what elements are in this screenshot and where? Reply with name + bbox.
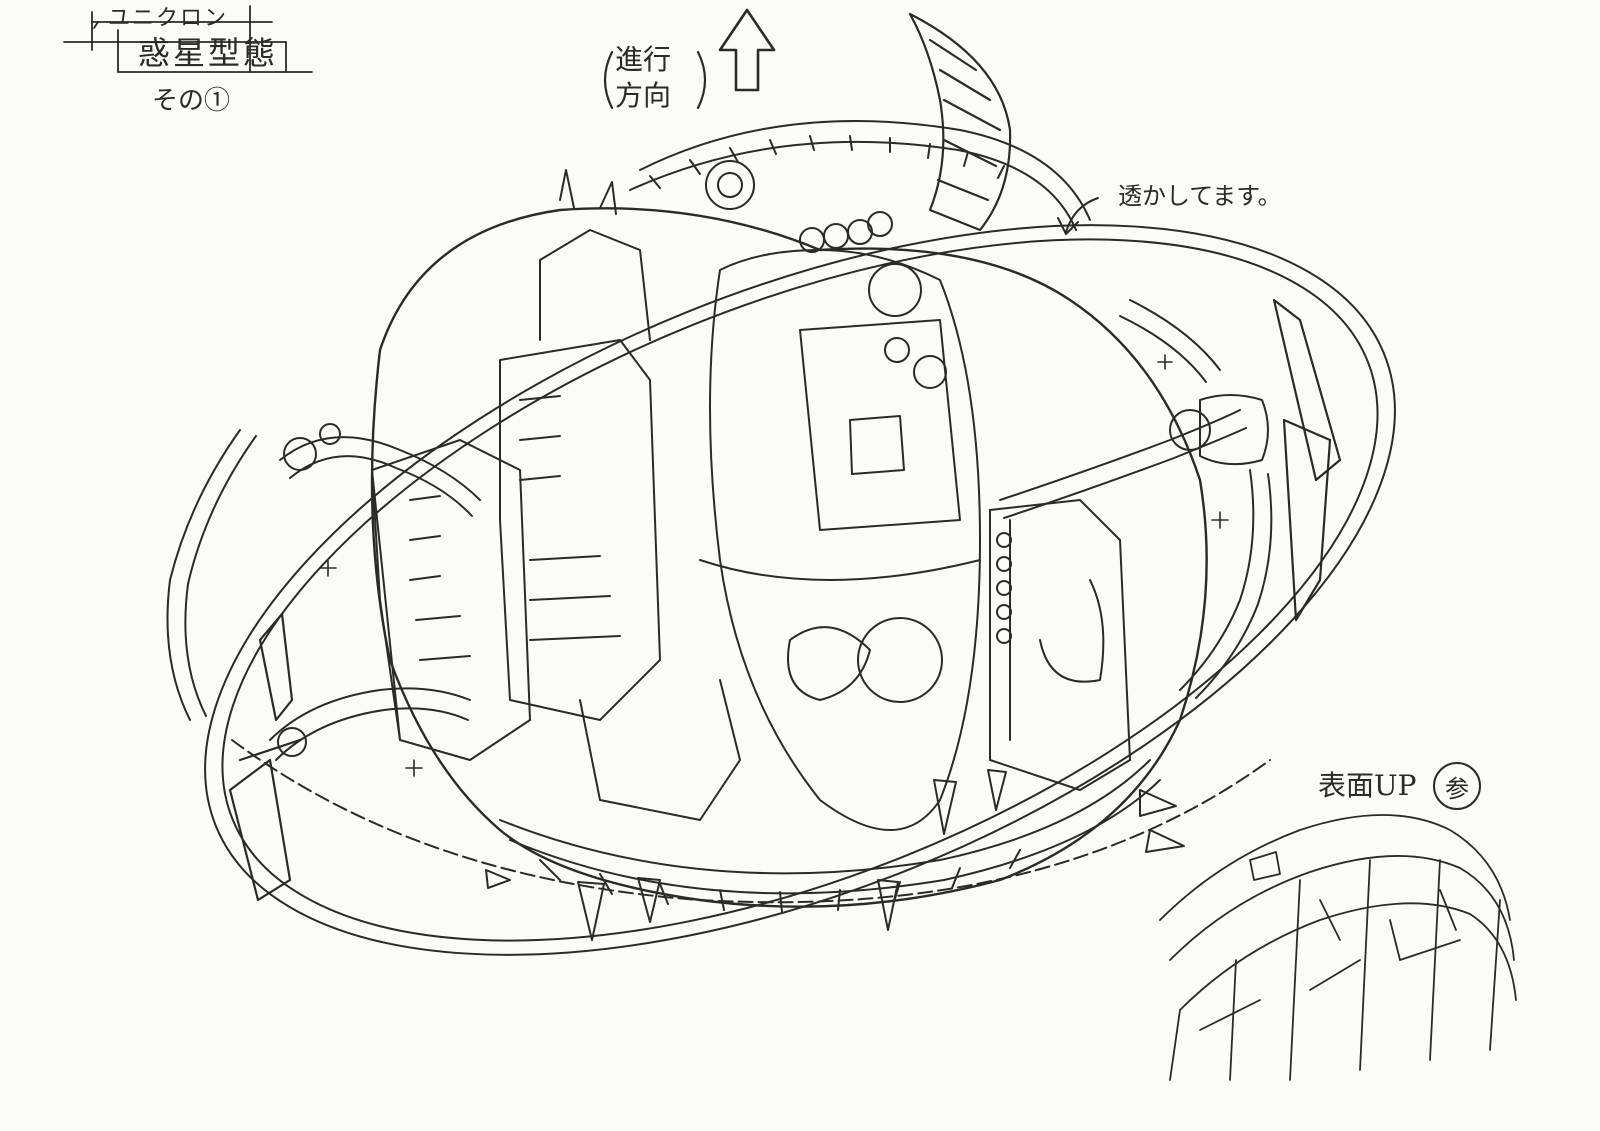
curved-arrow-icon [1057,197,1099,235]
arm-left-upper [166,423,481,721]
reference-mark: 参 [1433,762,1481,810]
armor-blocks-left [371,229,741,821]
character-name-label: ユニクロン [108,6,229,31]
direction-label-line2: 方向 [615,79,672,112]
bead-chain [705,160,893,253]
surface-detail [1159,814,1517,1081]
arrow-up-icon [718,8,776,92]
form-name-label: 惑星型態 [138,34,279,72]
title-box [63,5,313,73]
claw-left [228,612,302,902]
arm-left-lower [269,687,471,761]
ring-band [204,224,1396,956]
planet-body [370,207,1208,908]
spikes [485,169,1185,941]
surface-closeup-label: 表面UP [1318,769,1417,802]
direction-marker [603,50,707,110]
lower-bands [499,759,1161,913]
armor-panel-right [799,319,1131,791]
plus-icon [319,354,1229,777]
arm-right [999,299,1273,699]
direction-label-line1: 進行 [615,43,672,76]
see-through-note: 透かしてます。 [1118,182,1282,210]
part-number-label: その① [152,86,231,116]
upper-ring [629,120,1091,231]
claw-right [1272,298,1342,622]
horn [908,12,1012,232]
